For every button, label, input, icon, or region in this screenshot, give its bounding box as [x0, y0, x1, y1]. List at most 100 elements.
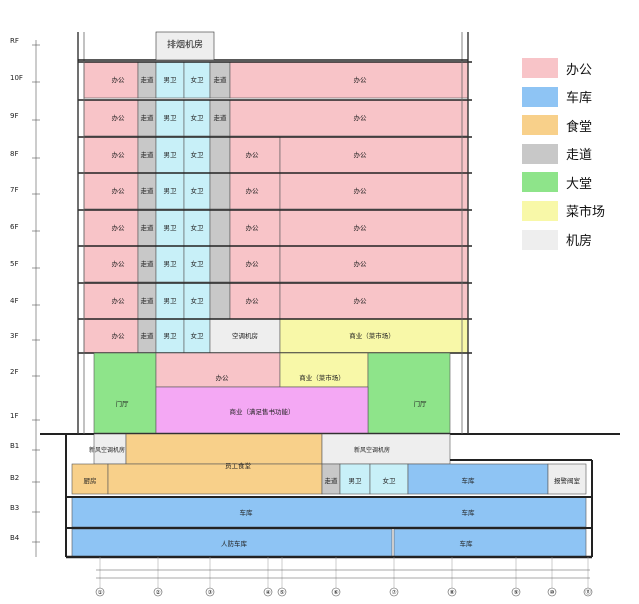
room-label-commercial-market: 商业（菜市场） [349, 331, 395, 340]
corridor-right [209, 282, 231, 320]
room-label-corridor: 走道 [324, 476, 338, 485]
room-label-corridor: 走道 [140, 259, 154, 268]
room-label-garage: 车库 [461, 476, 475, 485]
restroom-men [155, 172, 185, 210]
grid-axis-bubble [153, 587, 163, 597]
restroom-3f-men [155, 318, 185, 354]
floor-label: RF [10, 37, 19, 45]
legend-item-lobby: 大堂 [522, 172, 634, 193]
room-label-kitchen: 厨房 [83, 476, 97, 485]
restroom-3f-women [183, 318, 211, 354]
grid-axis-bubble [511, 587, 521, 597]
room-label-lobby: 门厅 [413, 399, 427, 408]
smoke-exhaust-room [155, 31, 215, 61]
grid-axis-label: ⑨ [514, 589, 519, 596]
room-label-office: 办公 [215, 373, 229, 382]
floor-label: 10F [10, 74, 23, 82]
room-label-lobby: 门厅 [115, 399, 129, 408]
floor-label: B1 [10, 442, 20, 450]
room-label-office: 办公 [111, 223, 125, 232]
market-2f [279, 352, 369, 388]
office-right-block [229, 99, 469, 137]
room-label-men-wc: 男卫 [163, 113, 177, 122]
legend-item-garage: 车库 [522, 86, 634, 107]
office-left-block [83, 172, 139, 210]
commercial-books-1f [155, 386, 369, 434]
legend-swatch-market [522, 200, 558, 221]
office-right-block [279, 136, 469, 174]
legend-item-corridor: 走道 [522, 143, 634, 164]
room-label-civil-defense-garage: 人防车库 [221, 539, 247, 548]
room-label-corridor: 走道 [213, 113, 227, 122]
grid-axis-label: ③ [208, 590, 213, 596]
restroom-men [155, 245, 185, 283]
room-label-women-wc: 女卫 [190, 259, 204, 268]
restroom-women [183, 172, 211, 210]
restroom-women [183, 282, 211, 320]
room-label-corridor: 走道 [213, 75, 227, 84]
garage-b3 [71, 496, 587, 528]
room-label-office: 办公 [353, 150, 367, 159]
room-label-men-wc: 男卫 [348, 476, 362, 485]
room-label-office: 办公 [353, 296, 367, 305]
office-right-block [279, 172, 469, 210]
grid-axis-label: ④ [266, 590, 271, 596]
room-label-commercial-market: 商业（菜市场） [299, 373, 345, 382]
grid-axis-label: ⑩ [550, 589, 555, 596]
garage-b2 [407, 463, 549, 495]
room-label-office: 办公 [245, 223, 259, 232]
room-label-corridor: 走道 [140, 223, 154, 232]
corridor-right [209, 209, 231, 247]
grid-axis-bubble [331, 587, 341, 597]
alarm-valve-room [547, 463, 587, 495]
grid-axis-label: ⑪ [585, 588, 591, 596]
fresh-air-room-left [93, 433, 127, 465]
office-mid-block [229, 172, 281, 210]
corridor-right [209, 245, 231, 283]
room-label-office: 办公 [245, 186, 259, 195]
floor-label: B3 [10, 504, 20, 512]
legend-label: 车库 [566, 91, 593, 107]
office-right-block [279, 209, 469, 247]
floor-label: 2F [10, 368, 19, 376]
grid-axis-bubble [389, 587, 399, 597]
floor-label: 1F [10, 412, 19, 420]
room-label-office: 办公 [245, 150, 259, 159]
room-label-women-wc: 女卫 [190, 223, 204, 232]
room-label-men-wc: 男卫 [163, 186, 177, 195]
floor-label: 8F [10, 150, 19, 158]
office-2f [155, 352, 281, 388]
floor-label: B2 [10, 474, 20, 482]
kitchen-b2 [71, 463, 109, 495]
canteen-b1 [125, 433, 323, 465]
ac-room-3f [209, 318, 281, 354]
floor-label: 9F [10, 112, 19, 120]
room-label-fresh-air-room: 新风空调机房 [353, 447, 391, 454]
room-label-office: 办公 [111, 259, 125, 268]
room-label-office: 办公 [111, 331, 125, 340]
grid-axis-bubble [205, 587, 215, 597]
restroom-men [155, 99, 185, 137]
grid-axis-bubble [277, 587, 287, 597]
room-label-office: 办公 [245, 296, 259, 305]
legend-label: 办公 [566, 62, 593, 78]
grid-axis-bubble [95, 587, 105, 597]
legend: 办公 车库 食堂 走道 大堂 菜市场 机房 [522, 58, 634, 258]
garage-b4-right [393, 528, 587, 558]
legend-swatch-office [522, 58, 558, 78]
room-label-women-wc: 女卫 [190, 75, 204, 84]
office-right-block [229, 61, 469, 99]
room-label-office: 办公 [245, 259, 259, 268]
room-label-office: 办公 [111, 296, 125, 305]
grid-axis-label: ① [98, 590, 103, 596]
room-label-office: 办公 [111, 150, 125, 159]
room-label-office: 办公 [111, 186, 125, 195]
lobby-right [367, 352, 451, 434]
room-label-men-wc: 男卫 [163, 259, 177, 268]
room-label-alarm-valve-room: 报警阀室 [554, 476, 580, 485]
legend-swatch-canteen [522, 115, 558, 136]
restroom-b2-men [339, 463, 371, 495]
legend-swatch-machine [522, 229, 558, 250]
room-label-office: 办公 [353, 113, 367, 122]
